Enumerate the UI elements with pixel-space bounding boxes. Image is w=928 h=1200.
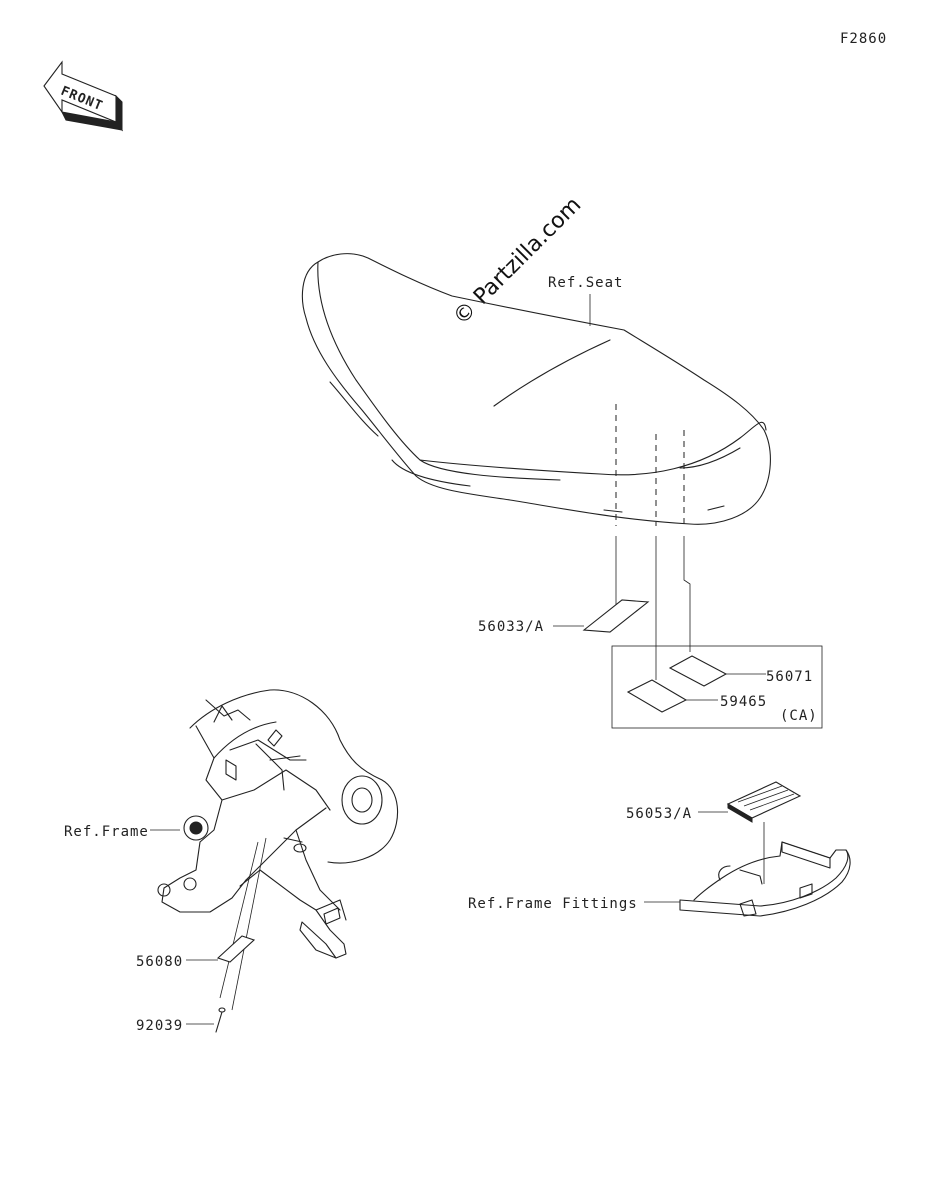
part-56080[interactable]: 56080: [136, 935, 256, 970]
part-label-92039: 92039: [136, 1018, 183, 1034]
region-label: (CA): [780, 708, 818, 724]
frame-illustration: [157, 689, 399, 959]
part-56053[interactable]: 56053/A: [626, 781, 802, 823]
frame-fittings-illustration: [679, 841, 851, 917]
seat-illustration: [301, 253, 771, 525]
front-arrow-icon: FRONT: [43, 60, 124, 132]
ref-frame-label: Ref.Frame: [64, 824, 149, 840]
part-label-56071: 56071: [766, 669, 813, 685]
ref-frame-fittings-label: Ref.Frame Fittings: [468, 896, 638, 912]
part-label-56080: 56080: [136, 954, 183, 970]
diagram-code: F2860: [840, 31, 887, 47]
part-label-56033: 56033/A: [478, 619, 544, 635]
part-label-56053: 56053/A: [626, 806, 692, 822]
ref-seat-label: Ref.Seat: [548, 275, 623, 291]
part-label-59465: 59465: [720, 694, 767, 710]
part-59465[interactable]: 59465: [626, 679, 767, 713]
part-56033[interactable]: 56033/A: [478, 599, 650, 635]
ca-region-box: [611, 645, 823, 729]
part-92039[interactable]: 92039: [136, 1007, 226, 1034]
part-56071[interactable]: 56071: [668, 655, 813, 687]
